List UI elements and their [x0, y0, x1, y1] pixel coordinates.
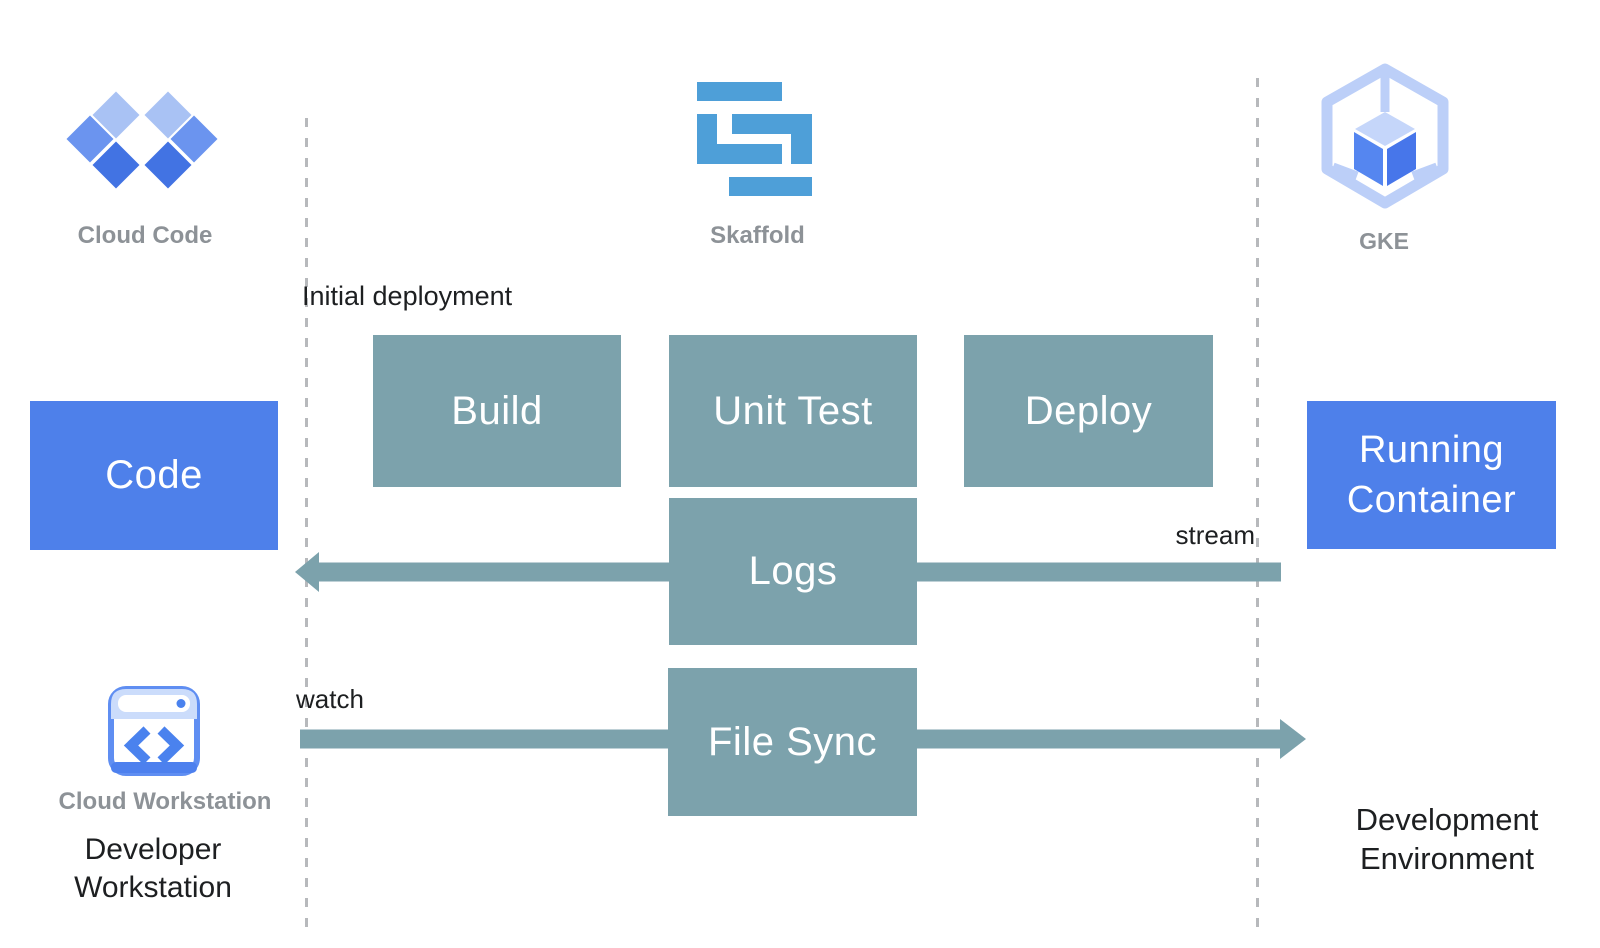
left-lane-divider — [305, 118, 308, 935]
deploy-node: Deploy — [964, 335, 1213, 487]
cloud-code-icon — [66, 91, 218, 189]
development-environment-label: Development Environment — [1355, 802, 1539, 876]
cloud-workstation-label: Cloud Workstation — [58, 788, 272, 815]
unit-test-node-label: Unit Test — [713, 388, 873, 433]
initial-deployment-label: Initial deployment — [302, 281, 513, 311]
build-node-label: Build — [451, 388, 543, 433]
gke-icon — [1321, 63, 1449, 209]
code-node: Code — [30, 401, 278, 550]
skaffold-label: Skaffold — [710, 222, 805, 249]
logs-node: Logs — [669, 498, 917, 645]
file-sync-node-label: File Sync — [708, 719, 877, 764]
running-container-node: Running Container — [1307, 401, 1556, 549]
cloud-code-label: Cloud Code — [77, 222, 213, 249]
build-node: Build — [373, 335, 621, 487]
file-sync-node: File Sync — [668, 668, 917, 816]
stream-label: stream — [1175, 520, 1255, 550]
deploy-node-label: Deploy — [1024, 388, 1153, 433]
skaffold-icon — [697, 82, 812, 196]
unit-test-node: Unit Test — [669, 335, 917, 487]
logs-node-label: Logs — [748, 549, 838, 593]
developer-workstation-label: Developer Workstation — [74, 833, 232, 905]
gke-label: GKE — [1359, 228, 1409, 254]
watch-label: watch — [296, 684, 364, 714]
running-container-node-label: Running Container — [1346, 428, 1517, 521]
code-node-label: Code — [105, 453, 203, 497]
cloud-workstation-icon — [108, 686, 200, 776]
right-lane-divider — [1256, 78, 1259, 935]
